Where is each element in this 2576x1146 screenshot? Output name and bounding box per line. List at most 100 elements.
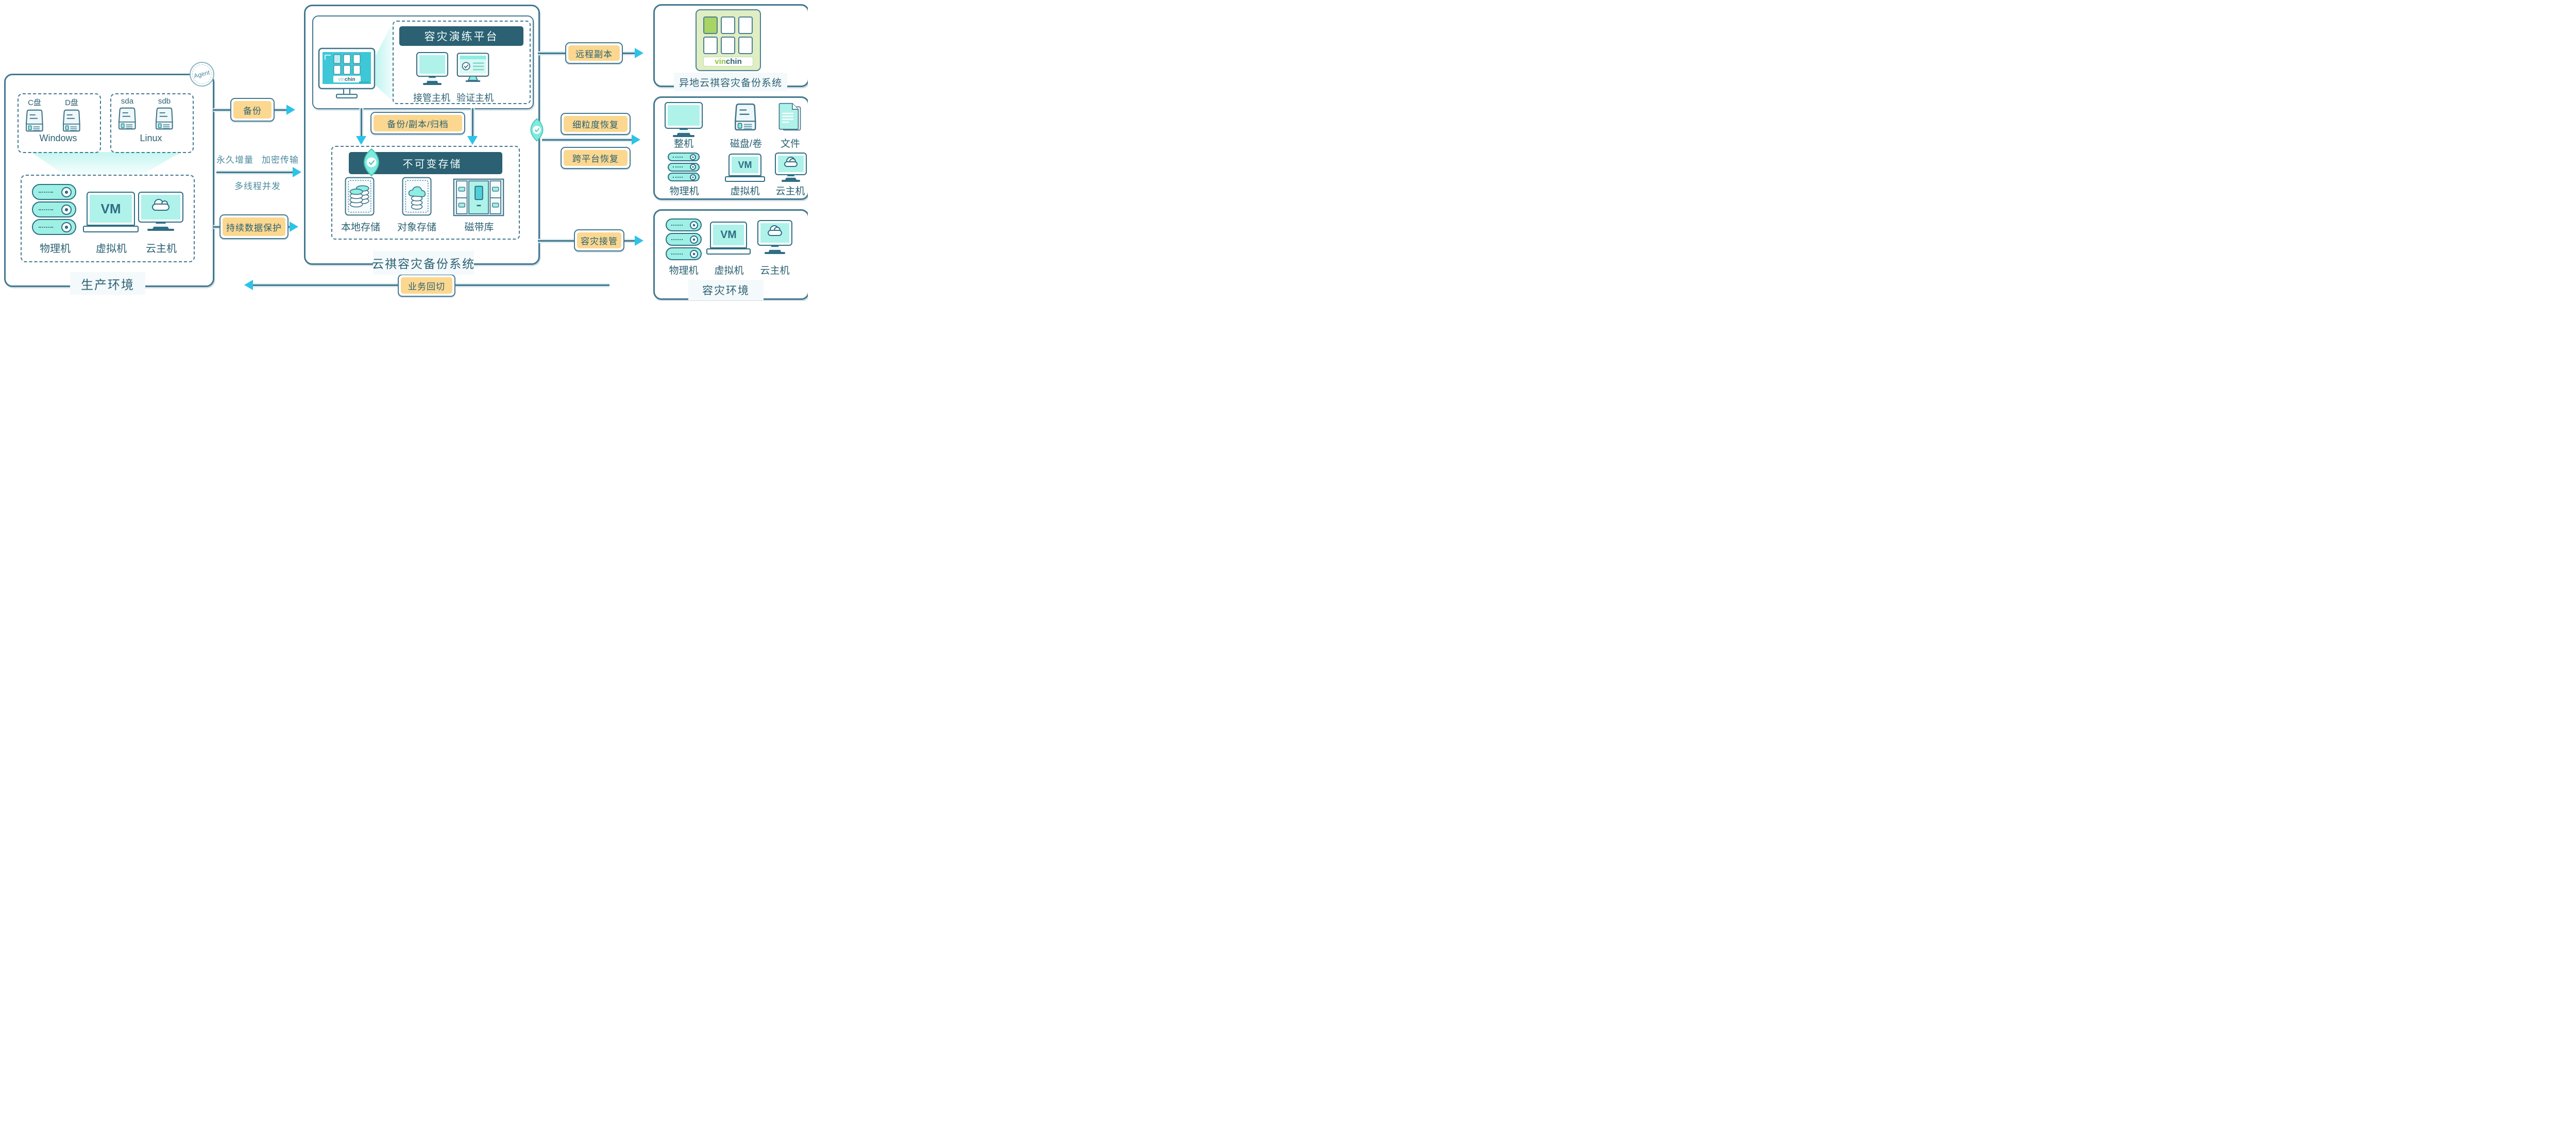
object-storage-icon xyxy=(402,177,432,216)
windows-group xyxy=(18,93,101,153)
verify-monitor-icon xyxy=(456,53,489,82)
console-brand-chin: chin xyxy=(345,77,355,82)
recovery-label: 整机 xyxy=(673,139,693,149)
host-label: 云主机 xyxy=(146,243,177,255)
cloud-host-icon xyxy=(757,220,792,254)
failback-arrowhead xyxy=(244,280,253,290)
drill-platform-group xyxy=(393,21,531,104)
disk-c: C盘 xyxy=(26,97,43,132)
recovery-label: 虚拟机 xyxy=(730,186,760,197)
cross-platform-recovery-tag: 跨平台恢复 xyxy=(561,147,631,169)
failback-tag: 业务回切 xyxy=(398,274,455,297)
tape-library-icon xyxy=(453,178,504,216)
server-stack-icon xyxy=(32,184,76,237)
remote-copy-arrowhead xyxy=(635,48,643,58)
storage-item-label: 本地存储 xyxy=(341,222,380,233)
disk-drive-icon xyxy=(156,107,173,130)
disk-label: sdb xyxy=(158,97,171,106)
vm-laptop-icon: VM xyxy=(83,192,139,232)
recovery-label: 文件 xyxy=(780,139,800,149)
feature-row: 永久增量 加密传输 xyxy=(216,153,299,165)
host-label: 虚拟机 xyxy=(96,243,127,255)
remote-copy-label: 远程副本 xyxy=(568,45,620,61)
agent-badge: Agent xyxy=(190,62,214,87)
server-pill xyxy=(668,153,700,161)
disk-drive-icon xyxy=(735,103,756,131)
cloud-icon xyxy=(784,156,798,167)
disk-drive-icon xyxy=(26,109,43,132)
cloud-host-icon xyxy=(138,192,183,231)
wordmark-chin: chin xyxy=(725,57,742,66)
storage-item-label: 磁带库 xyxy=(464,222,494,233)
takeover-monitor-icon xyxy=(416,52,448,85)
features-arrowhead xyxy=(293,167,301,177)
backup-tag: 备份 xyxy=(230,98,275,122)
linux-title: Linux xyxy=(140,133,162,143)
drill-platform-title: 容灾演练平台 xyxy=(424,31,499,43)
granular-recovery-label: 细粒度恢复 xyxy=(564,116,628,132)
server-stack-icon xyxy=(668,153,700,183)
archive-tag: 备份/副本/归档 xyxy=(370,112,465,134)
backup-tag-label: 备份 xyxy=(233,101,272,119)
diagram-canvas: Agent C盘 D盘 Windows sda xyxy=(0,0,808,301)
vm-laptop-icon: VM xyxy=(725,154,765,182)
logo-tile xyxy=(738,16,753,34)
disk-drive-icon xyxy=(63,109,80,132)
svg-text:vinchin: vinchin xyxy=(338,77,355,82)
server-pill xyxy=(32,219,76,235)
recovery-label: 物理机 xyxy=(669,186,699,197)
production-hosts-group xyxy=(21,175,195,262)
windows-title: Windows xyxy=(39,133,77,143)
agent-badge-label: Agent xyxy=(193,69,211,80)
cross-platform-recovery-label: 跨平台恢复 xyxy=(564,150,628,166)
takeover-tag: 容灾接管 xyxy=(574,229,624,251)
disk-sdb: sdb xyxy=(156,97,173,130)
logo-tile xyxy=(721,37,735,54)
disk-label: C盘 xyxy=(28,98,41,107)
feature-multithread: 多线程并发 xyxy=(234,181,281,191)
remote-copy-tag: 远程副本 xyxy=(565,42,623,64)
host-label: 物理机 xyxy=(40,243,71,255)
archive-arrowhead-left xyxy=(356,136,366,145)
shield-check-icon xyxy=(530,118,544,142)
cdp-tag: 持续数据保护 xyxy=(219,214,289,239)
production-title: 生产环境 xyxy=(70,272,145,295)
failback-label: 业务回切 xyxy=(401,277,452,294)
file-icon xyxy=(778,103,801,131)
recovery-label: 磁盘/卷 xyxy=(730,139,762,149)
archive-line-right xyxy=(472,108,473,138)
local-storage-icon xyxy=(345,177,375,216)
console-brand-vin: vin xyxy=(338,77,345,82)
server-stack-icon xyxy=(666,218,702,262)
server-pill xyxy=(32,184,76,200)
recovery-label: 云主机 xyxy=(775,186,805,197)
logo-tile xyxy=(721,16,735,34)
logo-tile xyxy=(703,16,718,34)
vm-screen: VM xyxy=(713,225,744,245)
archive-arrowhead-right xyxy=(467,136,478,145)
server-pill xyxy=(668,173,700,181)
server-pill xyxy=(666,218,702,231)
disk-label: sda xyxy=(121,97,134,106)
drill-platform-header: 容灾演练平台 xyxy=(399,26,523,46)
offsite-system-title: 异地云祺容灾备份系统 xyxy=(674,73,787,91)
archive-tag-label: 备份/副本/归档 xyxy=(374,115,462,131)
server-pill xyxy=(32,201,76,217)
recovery-arrowhead xyxy=(632,134,640,145)
wordmark-vin: vin xyxy=(715,57,726,66)
production-environment-box xyxy=(4,74,214,287)
logo-tile xyxy=(703,37,718,54)
disk-d: D盘 xyxy=(63,97,80,132)
drill-host-label: 接管主机 xyxy=(413,93,450,103)
dr-host-label: 云主机 xyxy=(760,265,790,276)
linux-group xyxy=(110,93,194,153)
dr-host-label: 物理机 xyxy=(669,265,699,276)
cloud-icon xyxy=(768,225,782,236)
dr-host-label: 虚拟机 xyxy=(714,265,744,276)
features-arrow-line xyxy=(216,172,295,173)
cloud-host-icon xyxy=(775,153,807,182)
feature-incremental: 永久增量 xyxy=(216,155,253,165)
server-pill xyxy=(666,233,702,246)
takeover-label: 容灾接管 xyxy=(577,232,621,248)
